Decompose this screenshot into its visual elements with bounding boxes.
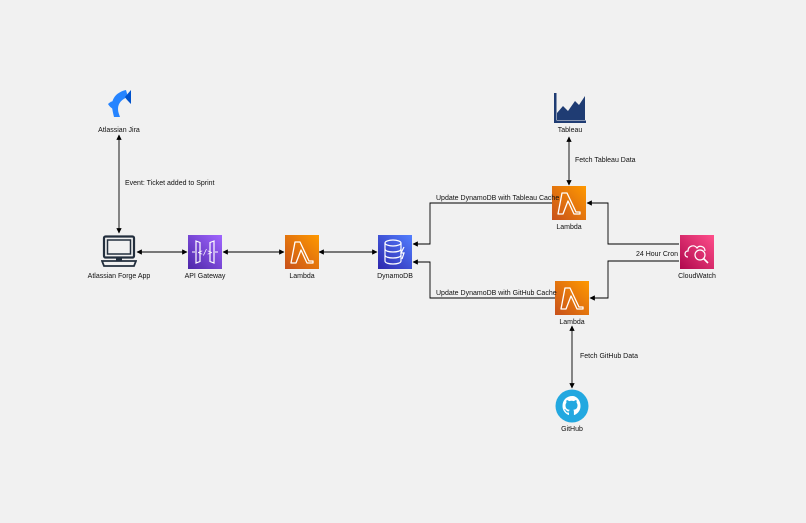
cloudwatch-icon xyxy=(680,235,714,269)
node-label-tableau: Tableau xyxy=(557,127,583,134)
node-label-jira: Atlassian Jira xyxy=(98,127,140,134)
github-octocat-icon xyxy=(555,389,589,423)
edge-label-tableau-lambda: Fetch Tableau Data xyxy=(575,157,636,164)
lambda-icon xyxy=(555,281,589,315)
jira-logo-icon xyxy=(108,90,131,117)
edge-label-lambda-tableau-dynamodb: Update DynamoDB with Tableau Cache xyxy=(436,195,560,202)
edge-cloudwatch-lambda-github xyxy=(589,260,679,301)
api-gateway-icon: </> xyxy=(188,235,222,269)
edge-label-jira-forge: Event: Ticket added to Sprint xyxy=(125,180,215,187)
computer-monitor-icon xyxy=(101,235,137,267)
node-label-lambda-tableau: Lambda xyxy=(556,224,582,231)
svg-text:</>: </> xyxy=(198,248,213,257)
edge-label-github-lambda: Fetch GitHub Data xyxy=(580,353,638,360)
edge-label-lambda-github-dynamodb: Update DynamoDB with GitHub Cache xyxy=(436,290,557,297)
edge-lambda-tableau-dynamodb xyxy=(412,202,552,247)
node-label-forge: Atlassian Forge App xyxy=(87,273,151,280)
node-label-api-gateway: API Gateway xyxy=(184,273,226,280)
node-label-github: GitHub xyxy=(561,426,583,433)
node-label-lambda-github: Lambda xyxy=(559,319,585,326)
lambda-icon xyxy=(285,235,319,269)
tableau-chart-icon xyxy=(554,93,586,123)
dynamodb-icon xyxy=(378,235,412,269)
edge-label-cloudwatch-cron: 24 Hour Cron xyxy=(636,251,679,258)
node-label-dynamodb: DynamoDB xyxy=(377,273,413,280)
lambda-icon xyxy=(552,186,586,220)
edge-lambda-github-dynamodb xyxy=(412,259,555,299)
node-label-cloudwatch: CloudWatch xyxy=(678,273,716,280)
edge-cloudwatch-lambda-tableau xyxy=(586,200,679,245)
node-label-lambda-main: Lambda xyxy=(289,273,315,280)
